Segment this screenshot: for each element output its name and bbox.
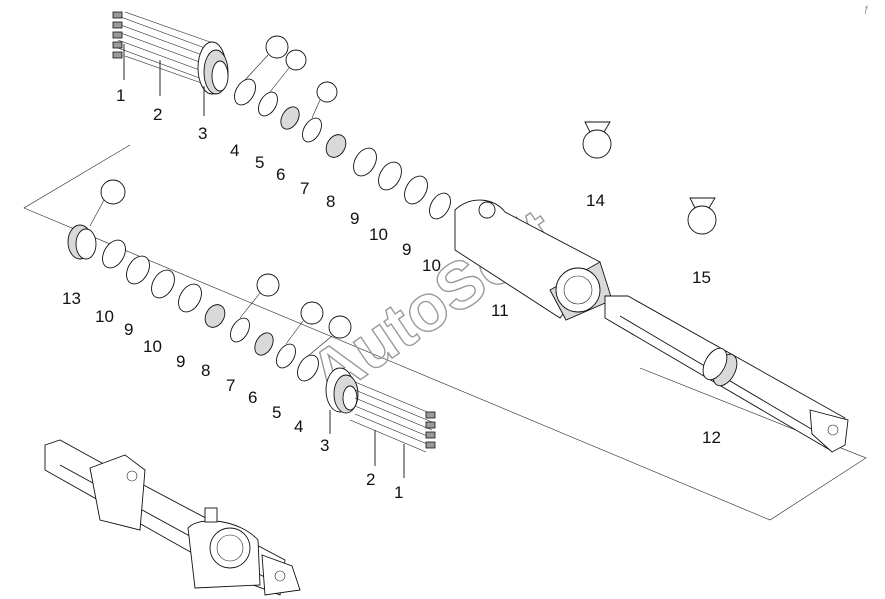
detail-callouts-lower (239, 273, 352, 357)
part-label-6-upper: 6 (276, 165, 285, 184)
cylinder-barrel (454, 199, 613, 321)
part-label-4-lower: 4 (294, 417, 303, 436)
piston-head-lower (325, 367, 436, 478)
corner-mark: ƒ (864, 4, 869, 14)
part-label-9b-upper: 9 (402, 240, 411, 259)
assembled-cylinder (44, 439, 301, 596)
part-label-2-lower: 2 (366, 470, 375, 489)
part-label-9-upper: 9 (350, 209, 359, 228)
part-label-5-upper: 5 (255, 153, 264, 172)
part-label-9-lower: 9 (124, 320, 133, 339)
part-label-7-upper: 7 (300, 179, 309, 198)
grease-fitting-15 (687, 197, 717, 235)
part-label-2-upper: 2 (153, 105, 162, 124)
seal-rings-lower (102, 239, 319, 382)
part-label-3-lower: 3 (320, 436, 329, 455)
bushing-13 (67, 179, 126, 260)
part-label-11: 11 (491, 301, 509, 320)
part-label-14: 14 (586, 191, 605, 210)
part-number-labels: 1 2 3 4 5 6 7 8 9 10 9 10 11 14 15 12 13… (62, 86, 721, 502)
part-label-10b-lower: 10 (143, 337, 162, 356)
piston-head-upper (112, 11, 229, 116)
part-label-1-lower: 1 (394, 483, 403, 502)
detail-callouts-upper (244, 35, 338, 119)
assembly-plane-outline (23, 144, 867, 521)
part-label-10b-upper: 10 (422, 256, 441, 275)
part-label-10-lower: 10 (95, 307, 114, 326)
part-label-5-lower: 5 (272, 403, 281, 422)
part-label-3-upper: 3 (198, 124, 207, 143)
part-label-6-lower: 6 (248, 388, 257, 407)
part-label-8-lower: 8 (201, 361, 210, 380)
grease-fitting-14 (582, 121, 612, 159)
part-label-4-upper: 4 (230, 141, 239, 160)
part-label-9b-lower: 9 (176, 352, 185, 371)
part-label-10-upper: 10 (369, 225, 388, 244)
part-label-7-lower: 7 (226, 376, 235, 395)
part-label-8-upper: 8 (326, 192, 335, 211)
part-label-12: 12 (702, 428, 721, 447)
piston-rod (604, 295, 849, 453)
part-label-15: 15 (692, 268, 711, 287)
seal-rings-upper (234, 78, 451, 220)
part-label-1-upper: 1 (116, 86, 125, 105)
part-label-13: 13 (62, 289, 81, 308)
